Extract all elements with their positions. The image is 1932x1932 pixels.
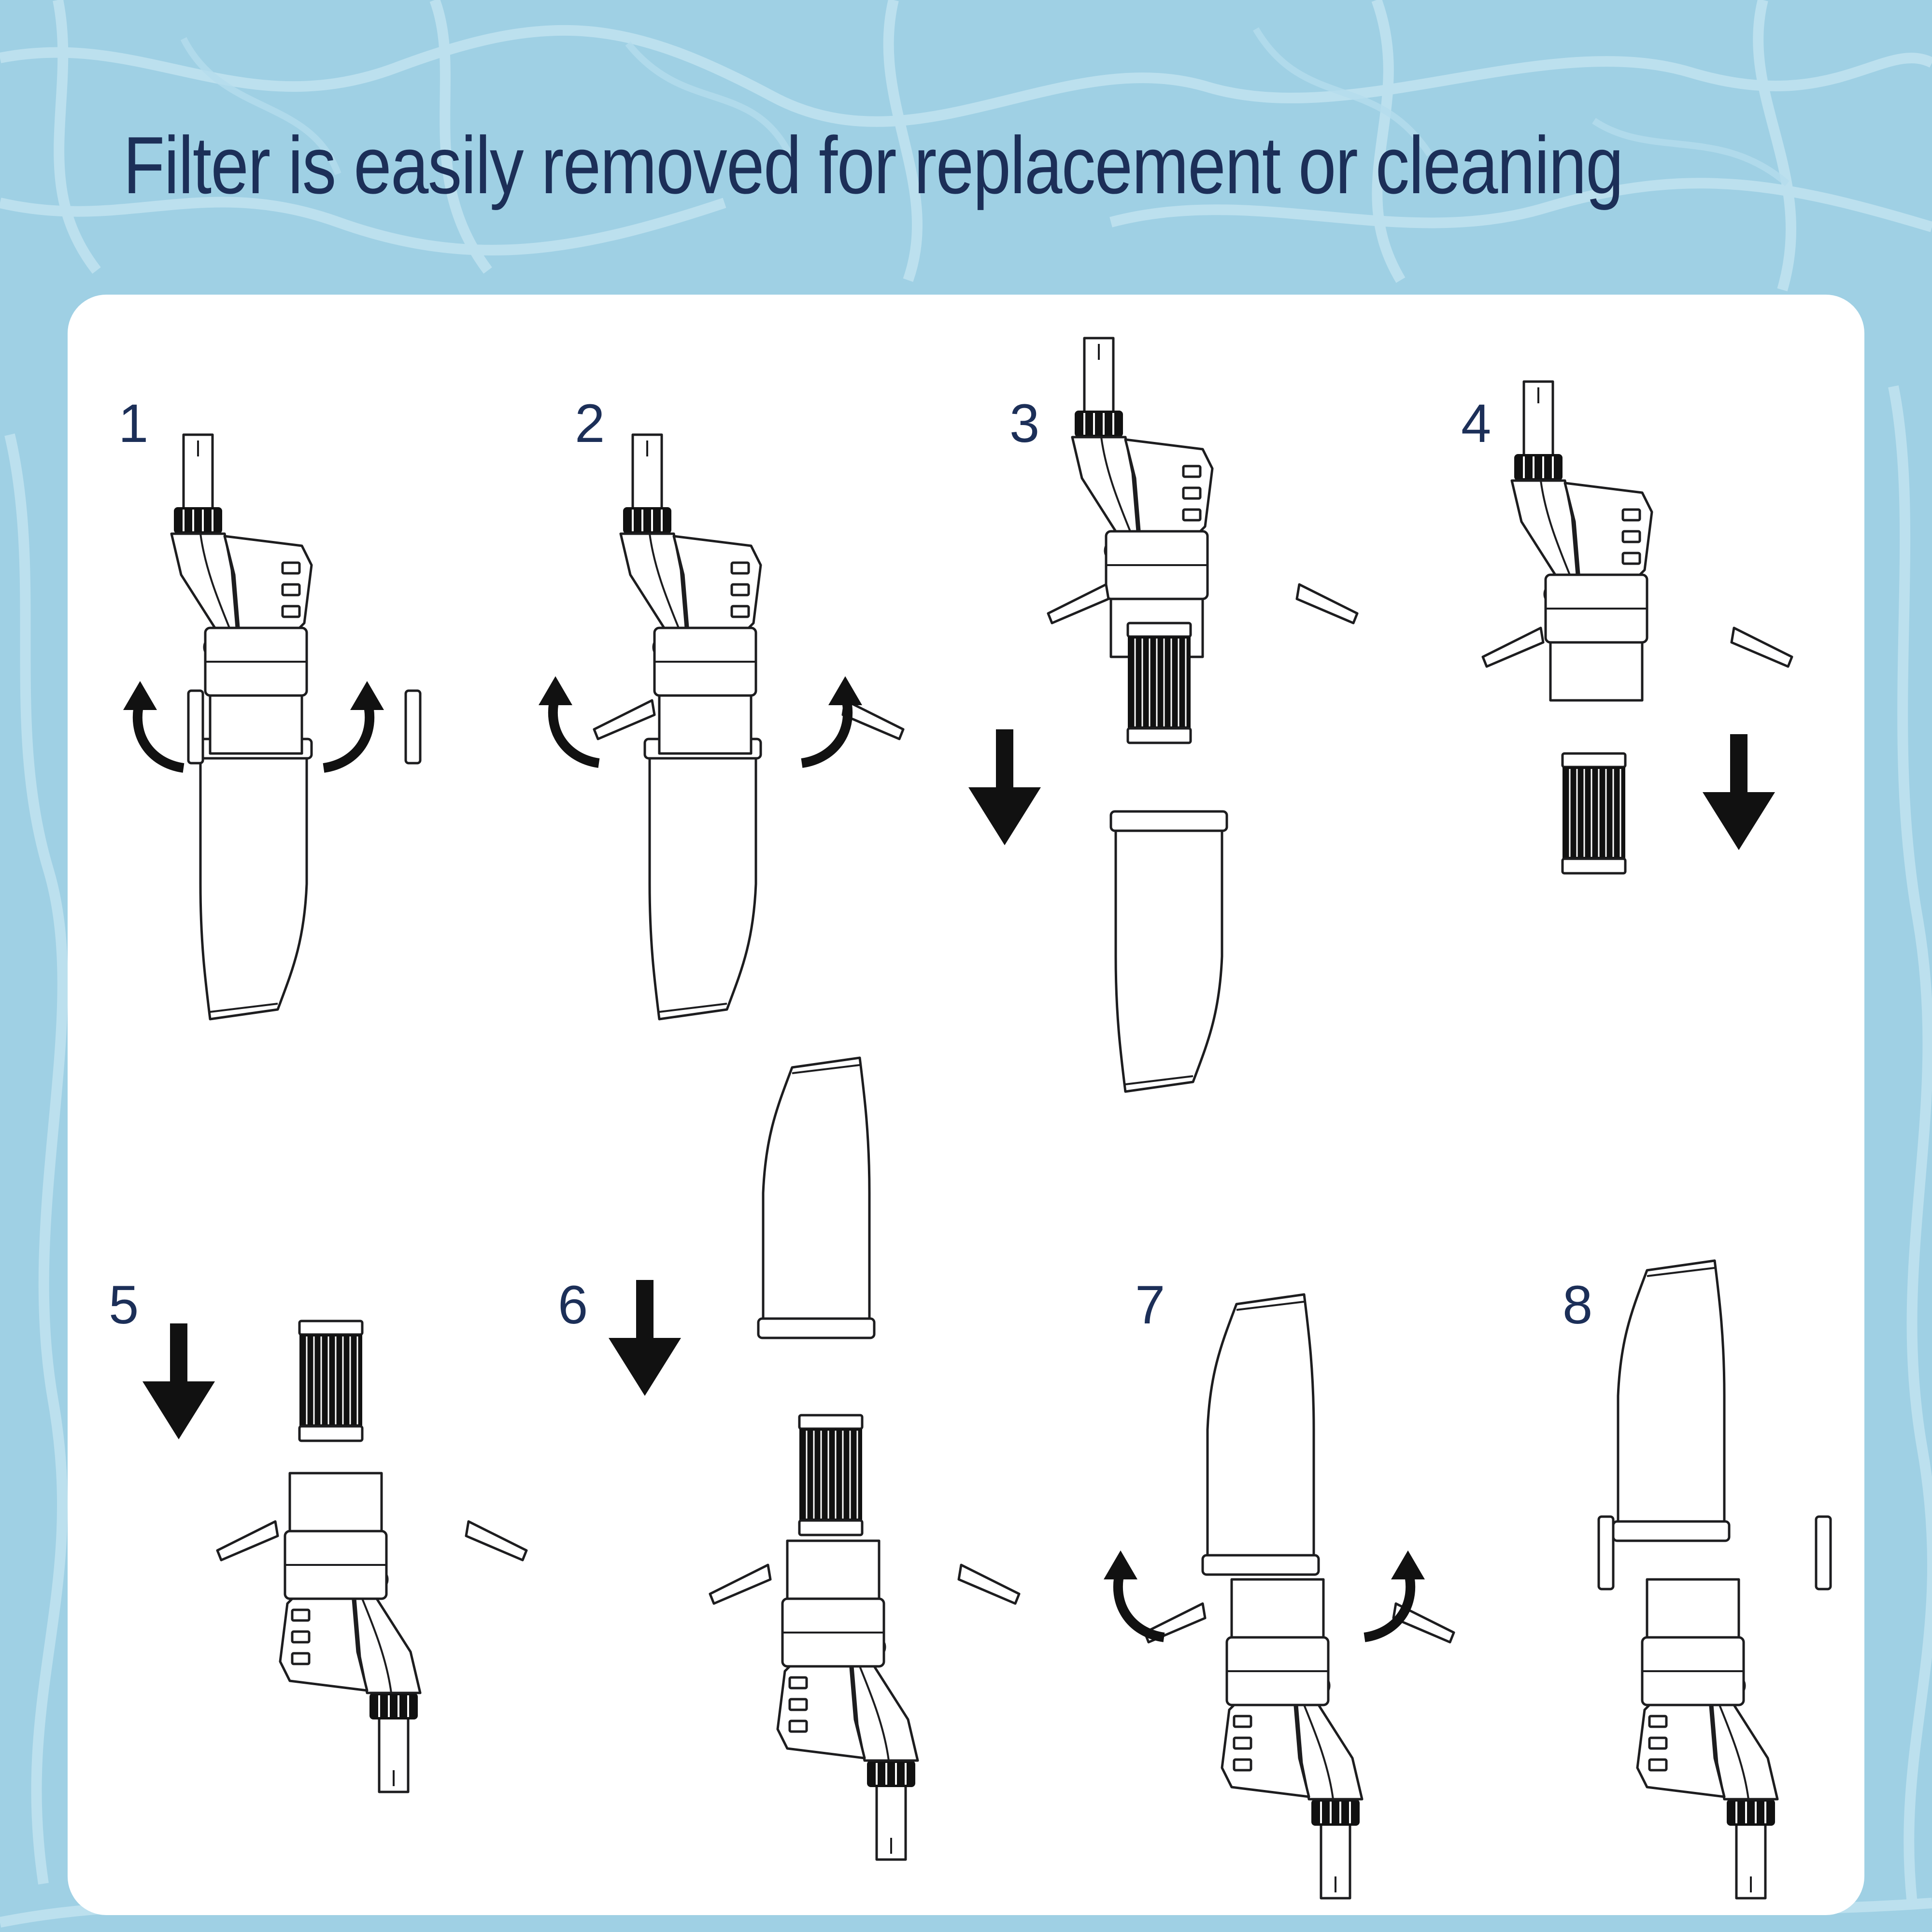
step-2-illustration (539, 435, 903, 1019)
down-arrow-icon (1703, 734, 1775, 850)
step-number-6: 6 (558, 1275, 588, 1335)
step-5-illustration (142, 1321, 526, 1792)
curved-arrow-icon (123, 681, 184, 768)
down-arrow-icon (609, 1280, 681, 1396)
step-number-3: 3 (1009, 393, 1039, 454)
step-number-2: 2 (575, 393, 605, 454)
curved-arrow-icon (324, 681, 384, 768)
step-number-1: 1 (118, 393, 148, 454)
step-7-illustration (1104, 1294, 1454, 1898)
headline: Filter is easily removed for replacement… (123, 120, 1624, 211)
curved-arrow-icon (539, 676, 599, 763)
step-6-illustration (609, 1058, 1019, 1860)
curved-arrow-icon (1104, 1550, 1164, 1637)
step-number-5: 5 (109, 1275, 139, 1335)
down-arrow-icon (968, 729, 1041, 845)
down-arrow-icon (142, 1323, 215, 1439)
step-1-illustration (123, 435, 420, 1019)
step-8-illustration (1599, 1261, 1831, 1898)
step-number-4: 4 (1461, 393, 1491, 454)
step-4-illustration (1483, 382, 1792, 873)
step-number-7: 7 (1135, 1275, 1165, 1335)
step-number-8: 8 (1563, 1275, 1592, 1335)
